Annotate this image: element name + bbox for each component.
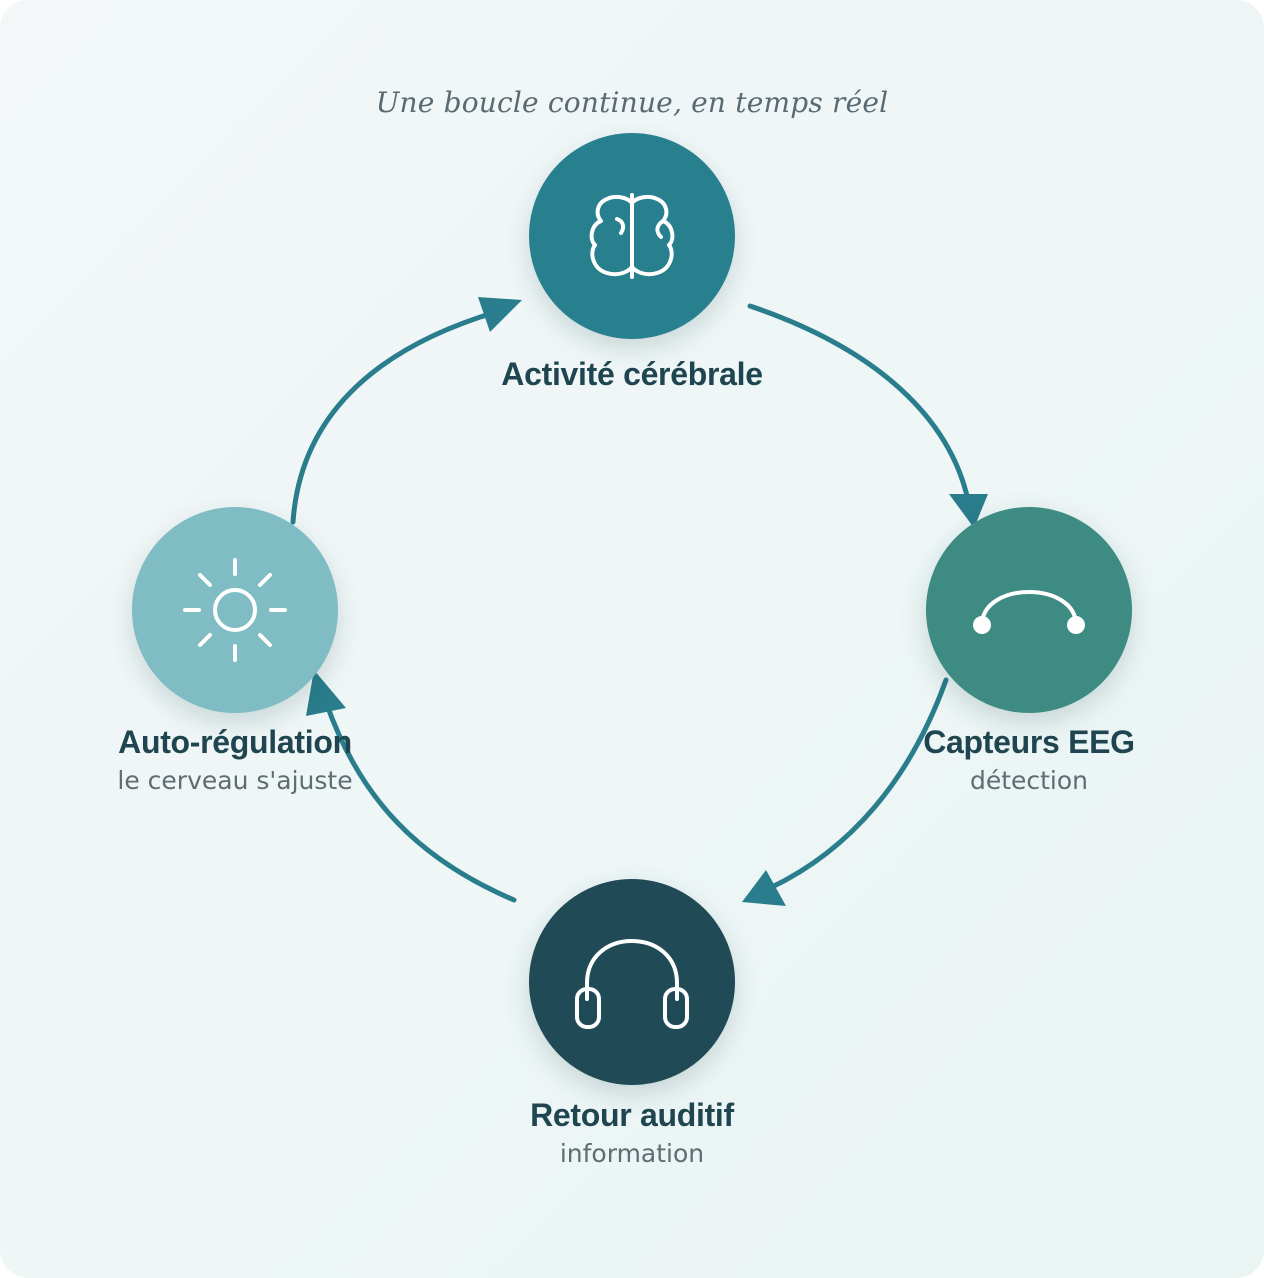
sun-icon [183,558,287,662]
headphones-icon [575,939,689,1029]
node-capteurs-eeg [926,507,1132,713]
label-auto-regulation: Auto-régulation le cerveau s'ajuste [25,722,445,800]
step-subtitle: détection [969,766,1089,795]
step-subtitle: information [559,1139,705,1168]
step-title: Activité cérébrale [501,356,763,392]
node-activite-cerebrale [529,133,735,339]
label-activite-cerebrale: Activité cérébrale [422,354,842,394]
node-retour-auditif [529,879,735,1085]
diagram-subtitle: Une boucle continue, en temps réel [375,86,889,119]
arrow-retour-to-auto [323,699,517,903]
brain-icon [589,193,675,279]
arrow-activite-to-capteurs [747,303,971,503]
arrow-auto-to-activite [290,309,499,525]
eeg-sensor-arc-icon [973,590,1085,634]
label-capteurs-eeg: Capteurs EEG détection [819,722,1239,800]
arrowhead-auto [306,670,346,716]
step-title: Auto-régulation [118,724,352,760]
step-title: Retour auditif [530,1097,734,1133]
label-retour-auditif: Retour auditif information [422,1095,842,1173]
arrowhead-retour [742,870,786,906]
step-subtitle: le cerveau s'ajuste [117,766,353,795]
arrowhead-capteurs [949,494,988,528]
step-title: Capteurs EEG [923,724,1135,760]
arrow-capteurs-to-retour [767,677,949,891]
arrowhead-activite [478,297,522,332]
node-auto-regulation [132,507,338,713]
